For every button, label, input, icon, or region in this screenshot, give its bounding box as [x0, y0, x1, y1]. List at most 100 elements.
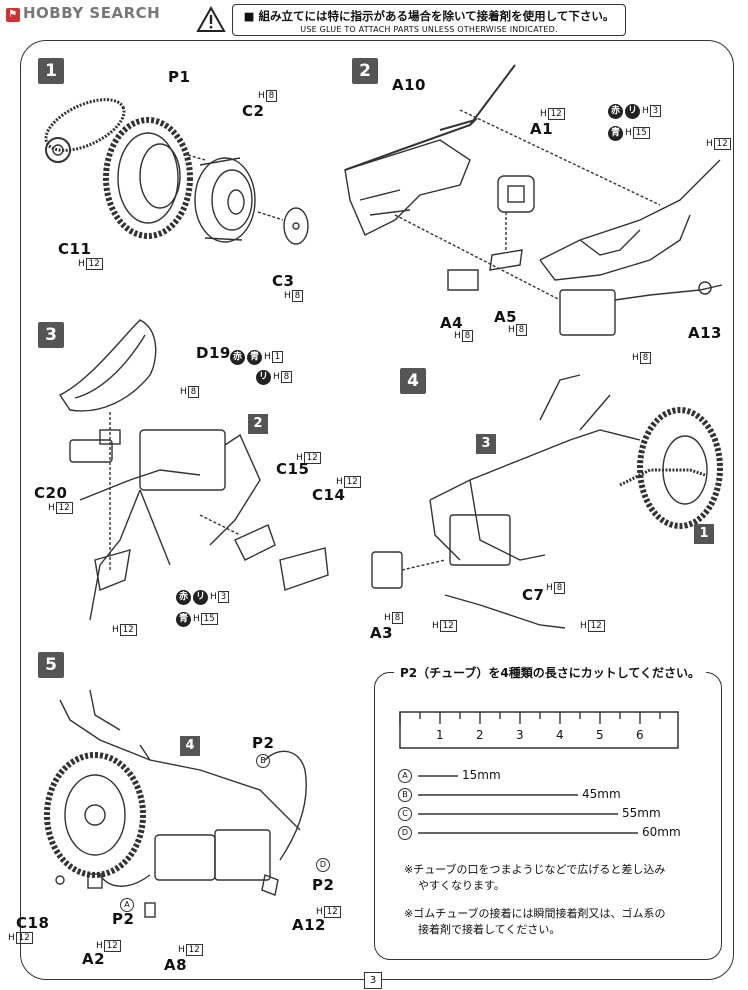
label-p2-top: P2	[252, 734, 275, 752]
tube-lengths	[418, 775, 638, 834]
label-a12: A12	[292, 916, 326, 934]
ruler-number: 3	[516, 728, 524, 742]
chain-drawing	[44, 98, 126, 163]
label-p1: P1	[168, 68, 191, 86]
logo-text: HOBBY SEARCH	[23, 4, 161, 22]
tube-ruler	[399, 711, 679, 749]
page-number: 3	[364, 972, 382, 989]
label-p2-left: P2	[112, 910, 135, 928]
tube-id-marker: C	[398, 807, 412, 821]
step-3-number: 3	[38, 322, 64, 348]
warning-icon	[196, 6, 226, 32]
notice-jp: ■ 組み立てには特に指示がある場合を除いて接着剤を使用して下さい。	[243, 9, 615, 23]
circle-d-marker: D	[316, 858, 330, 872]
ruler-number: 1	[436, 728, 444, 742]
step-1-number: 1	[38, 58, 64, 84]
ref-step-4-badge: 4	[180, 736, 200, 756]
tube-length-label: 55mm	[622, 806, 661, 820]
label-c18: C18	[16, 914, 50, 932]
note2-line1: ※ゴムチューブの接着には瞬間接着剤又は、ゴム系の	[404, 907, 666, 920]
logo-mark-icon: ⚑	[6, 8, 20, 22]
step1-drawing	[44, 98, 309, 245]
label-a13: A13	[688, 324, 722, 342]
label-a10: A10	[392, 76, 426, 94]
ref-step-1-badge: 1	[694, 524, 714, 544]
note-tube-tip: ※チューブの口をつまようじなどで広げると差し込み やすくなります。	[404, 862, 665, 894]
ruler-number: 5	[596, 728, 604, 742]
note2-line2: 接着剤で接着してください。	[418, 923, 561, 936]
hub-drawing	[194, 157, 256, 243]
label-c14: C14	[312, 486, 346, 504]
step2-drawing	[344, 64, 723, 336]
glue-notice: ■ 組み立てには特に指示がある場合を除いて接着剤を使用して下さい。 USE GL…	[232, 4, 626, 36]
label-c2: C2	[242, 102, 265, 120]
tube-length-label: 60mm	[642, 825, 681, 839]
hubcap-drawing	[283, 207, 309, 245]
label-c3: C3	[272, 272, 295, 290]
label-c7: C7	[522, 586, 545, 604]
ruler-number: 4	[556, 728, 564, 742]
tube-length-label: 45mm	[582, 787, 621, 801]
label-p2-right: P2	[312, 876, 335, 894]
label-a5: A5	[494, 308, 518, 326]
note1-line1: ※チューブの口をつまようじなどで広げると差し込み	[404, 863, 666, 876]
tube-id-marker: D	[398, 826, 412, 840]
label-d19: D19	[196, 344, 231, 362]
circle-a-marker: A	[120, 898, 134, 912]
label-a4: A4	[440, 314, 464, 332]
label-a3: A3	[370, 624, 394, 642]
label-a2: A2	[82, 950, 106, 968]
ruler-number: 2	[476, 728, 484, 742]
tube-panel-title: P2（チューブ）を4種類の長さにカットしてください。	[394, 664, 707, 681]
notice-en: USE GLUE TO ATTACH PARTS UNLESS OTHERWIS…	[300, 25, 558, 34]
step3-drawing	[58, 319, 329, 621]
tire-drawing	[103, 117, 193, 239]
ref-step-2-badge: 2	[248, 414, 268, 434]
step-4-number: 4	[400, 368, 426, 394]
label-a8: A8	[164, 956, 188, 974]
note1-line2: やすくなります。	[418, 879, 505, 892]
brand-logo: ⚑HOBBY SEARCH	[6, 4, 160, 22]
step-2-number: 2	[352, 58, 378, 84]
ruler-number: 6	[636, 728, 644, 742]
label-c20: C20	[34, 484, 68, 502]
step4-drawing	[371, 374, 723, 629]
step5-drawing	[44, 689, 307, 918]
label-c15: C15	[276, 460, 310, 478]
note-rubber-glue: ※ゴムチューブの接着には瞬間接着剤又は、ゴム系の 接着剤で接着してください。	[404, 906, 666, 938]
circle-b-marker: B	[256, 754, 270, 768]
ref-step-3-badge: 3	[476, 434, 496, 454]
step-5-number: 5	[38, 652, 64, 678]
label-c11: C11	[58, 240, 92, 258]
tube-id-marker: B	[398, 788, 412, 802]
tube-length-label: 15mm	[462, 768, 501, 782]
label-a1: A1	[530, 120, 554, 138]
